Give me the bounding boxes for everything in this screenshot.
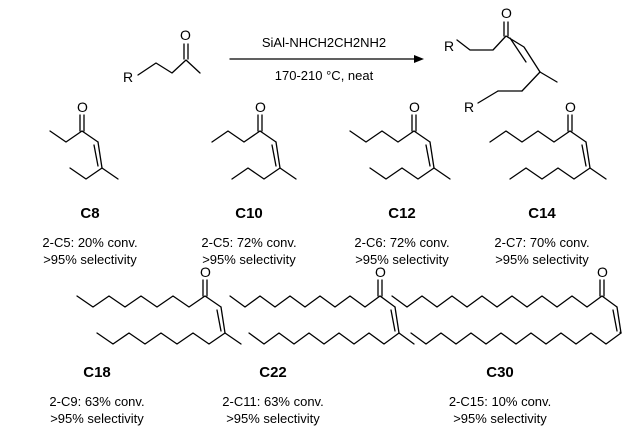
methyl-bond	[224, 332, 242, 345]
oxygen-atom: O	[255, 99, 266, 115]
upper-chain	[229, 295, 381, 308]
structure-c12: O	[349, 99, 451, 180]
alkene-bond	[220, 306, 226, 334]
methyl-bond	[279, 167, 297, 180]
structure-c10: O	[211, 99, 297, 180]
compound-label-c12: C12	[388, 205, 416, 222]
compound-label-c30: C30	[486, 364, 514, 381]
upper-chain	[391, 295, 603, 308]
upper-chain	[489, 130, 571, 143]
methyl-bond	[398, 332, 415, 345]
reactant-oxygen: O	[180, 27, 191, 43]
reaction-conditions: 170-210 °C, neat	[275, 68, 374, 83]
reactant-structure: O R	[123, 27, 201, 85]
lower-chain	[410, 332, 622, 345]
methyl-bond	[101, 167, 119, 180]
alkene-bond	[616, 306, 622, 334]
compound-label-c22: C22	[259, 364, 287, 381]
oxygen-atom: O	[597, 264, 608, 280]
alkene-bond	[275, 141, 281, 169]
oxygen-atom: O	[77, 99, 88, 115]
upper-chain	[76, 295, 206, 308]
compound-conv-c14: 2-C7: 70% conv.	[494, 235, 589, 250]
structure-c22: O	[229, 264, 415, 345]
alkene-bond	[97, 141, 103, 169]
product-r-group-upper: R	[444, 38, 454, 54]
product-chain	[456, 35, 541, 73]
compound-sel-c22: >95% selectivity	[226, 411, 320, 426]
lower-chain	[248, 332, 400, 345]
compound-sel-c10: >95% selectivity	[202, 252, 296, 267]
lower-chain	[69, 167, 103, 180]
compound-sel-c30: >95% selectivity	[453, 411, 547, 426]
product-oxygen: O	[501, 5, 512, 21]
compound-label-c18: C18	[83, 364, 111, 381]
product-r-group-lower: R	[464, 99, 474, 115]
oxygen-atom: O	[409, 99, 420, 115]
upper-chain	[49, 130, 83, 143]
methyl-bond	[589, 167, 607, 180]
upper-chain	[349, 130, 415, 143]
structure-c30: O	[391, 264, 622, 345]
structure-c18: O	[76, 264, 242, 345]
reaction-arrow	[229, 55, 424, 63]
compound-grid: O O O O O O O	[49, 99, 622, 345]
lower-chain	[369, 167, 435, 180]
lower-chain	[509, 167, 591, 180]
reactant-r-group: R	[123, 69, 133, 85]
compound-sel-c8: >95% selectivity	[43, 252, 137, 267]
compound-conv-c22: 2-C11: 63% conv.	[222, 394, 323, 409]
oxygen-atom: O	[375, 264, 386, 280]
oxygen-atom: O	[565, 99, 576, 115]
methyl-bond	[433, 167, 451, 180]
structure-c8: O	[49, 99, 119, 180]
compound-conv-c30: 2-C15: 10% conv.	[449, 394, 551, 409]
compound-label-c8: C8	[80, 205, 99, 222]
compound-conv-c12: 2-C6: 72% conv.	[354, 235, 449, 250]
structure-c14: O	[489, 99, 607, 180]
oxygen-atom: O	[200, 264, 211, 280]
reactant-chain	[137, 59, 201, 76]
compound-sel-c18: >95% selectivity	[50, 411, 144, 426]
alkene-bond	[429, 141, 435, 169]
compound-label-c14: C14	[528, 205, 556, 222]
lower-chain	[96, 332, 226, 345]
alkene-bond	[585, 141, 591, 169]
compound-conv-c8: 2-C5: 20% conv.	[42, 235, 137, 250]
upper-chain	[211, 130, 261, 143]
compound-sel-c14: >95% selectivity	[495, 252, 589, 267]
lower-chain	[231, 167, 281, 180]
compound-label-c10: C10	[235, 205, 263, 222]
compound-conv-c10: 2-C5: 72% conv.	[201, 235, 296, 250]
alkene-bond	[394, 306, 400, 334]
compound-sel-c12: >95% selectivity	[355, 252, 449, 267]
product-structure: O R R	[444, 5, 558, 115]
compound-conv-c18: 2-C9: 63% conv.	[49, 394, 144, 409]
reaction-reagent: SiAl-NHCH2CH2NH2	[262, 35, 386, 50]
